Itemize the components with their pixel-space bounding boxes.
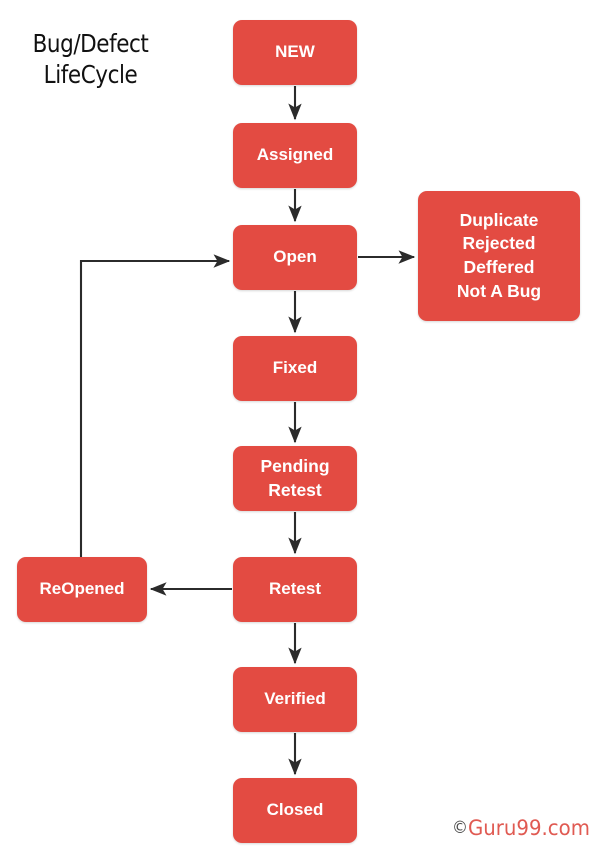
node-retest[interactable]: Retest <box>233 557 357 622</box>
edge-reopened-open <box>79 254 231 557</box>
node-reopened[interactable]: ReOpened <box>17 557 147 622</box>
node-open[interactable]: Open <box>233 225 357 290</box>
brand-name: Guru99.com <box>467 816 590 840</box>
guru99-watermark: ©Guru99.com <box>452 816 590 840</box>
node-pending-retest[interactable]: Pending Retest <box>233 446 357 511</box>
node-verified[interactable]: Verified <box>233 667 357 732</box>
diagram-title: Bug/Defect LifeCycle <box>32 29 149 90</box>
node-closed[interactable]: Closed <box>233 778 357 843</box>
node-duplicate-rejected-deffered-not-a-bug[interactable]: Duplicate Rejected Deffered Not A Bug <box>418 191 580 321</box>
node-new[interactable]: NEW <box>233 20 357 85</box>
copyright-icon: © <box>452 818 468 838</box>
node-assigned[interactable]: Assigned <box>233 123 357 188</box>
node-fixed[interactable]: Fixed <box>233 336 357 401</box>
